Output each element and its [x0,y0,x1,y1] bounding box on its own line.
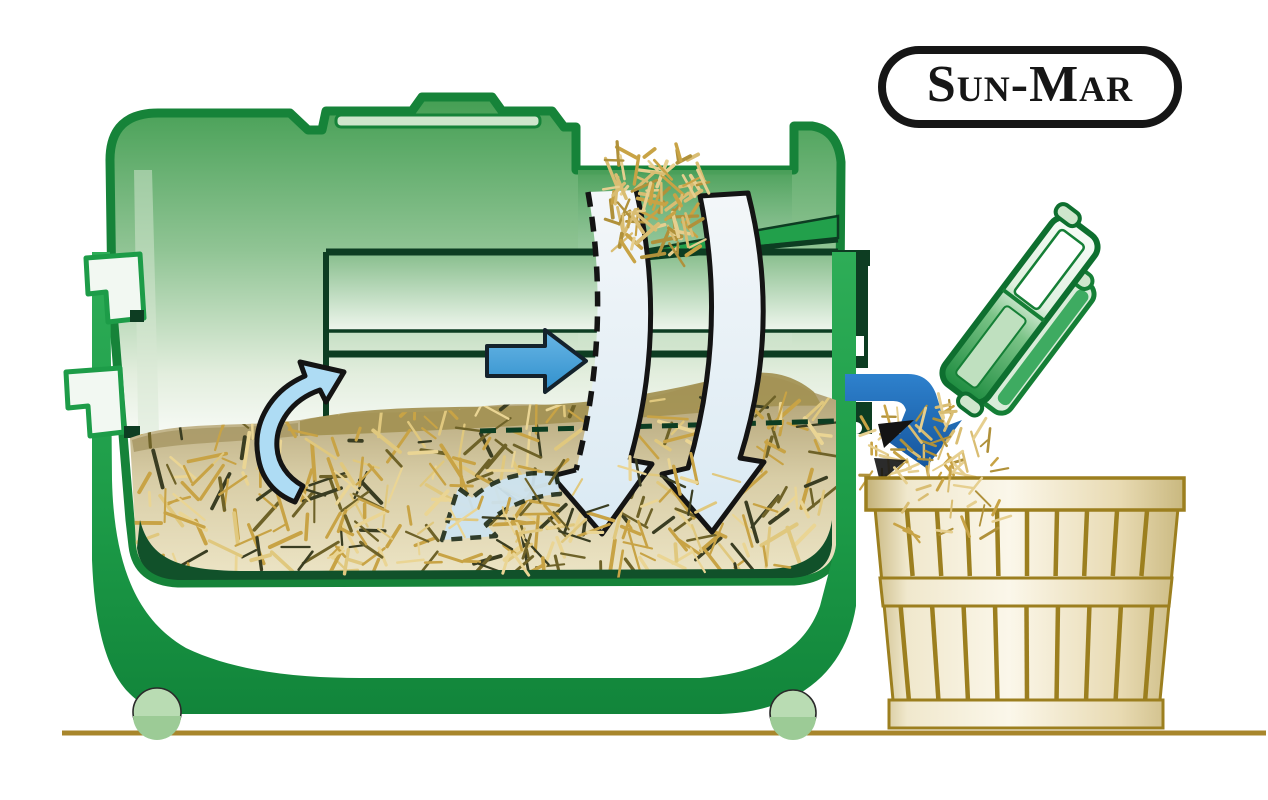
transfer-arrow [485,328,588,394]
axle-bracket-upper [83,251,147,325]
rotation-arrow-back [549,189,655,537]
basket-slats [898,510,1155,700]
basket-mid-band [878,576,1174,608]
drum-lid-strip [334,113,542,129]
mixing-lift-arrow [254,359,347,505]
fresh-pile-band [300,372,822,436]
rotation-arrow-front [659,190,767,535]
axle-bracket-lower [63,365,127,439]
bushel-basket [864,476,1186,730]
sunmar-logo-text: Sun-Mar [926,56,1134,113]
buried-chute-edge-dashed [479,418,837,434]
sunmar-logo: Sun-Mar [878,46,1182,128]
door-main-panel [939,202,1101,418]
mixing-arrow-dashed [439,470,563,543]
wheel-right [769,689,817,740]
drum-bottom-band [137,520,832,580]
stand-cradle [63,251,856,714]
compost-straw-front [319,451,829,579]
end-door [939,202,1101,418]
tumble-arrow-black-1 [878,420,914,448]
basket-front-straw [893,454,1013,544]
wheel-left [132,687,182,740]
basket-bottom-band [887,698,1165,730]
falling-compost-input [601,140,711,268]
tumble-arrow-black-2 [874,458,906,482]
basket-top-rim [864,476,1186,512]
